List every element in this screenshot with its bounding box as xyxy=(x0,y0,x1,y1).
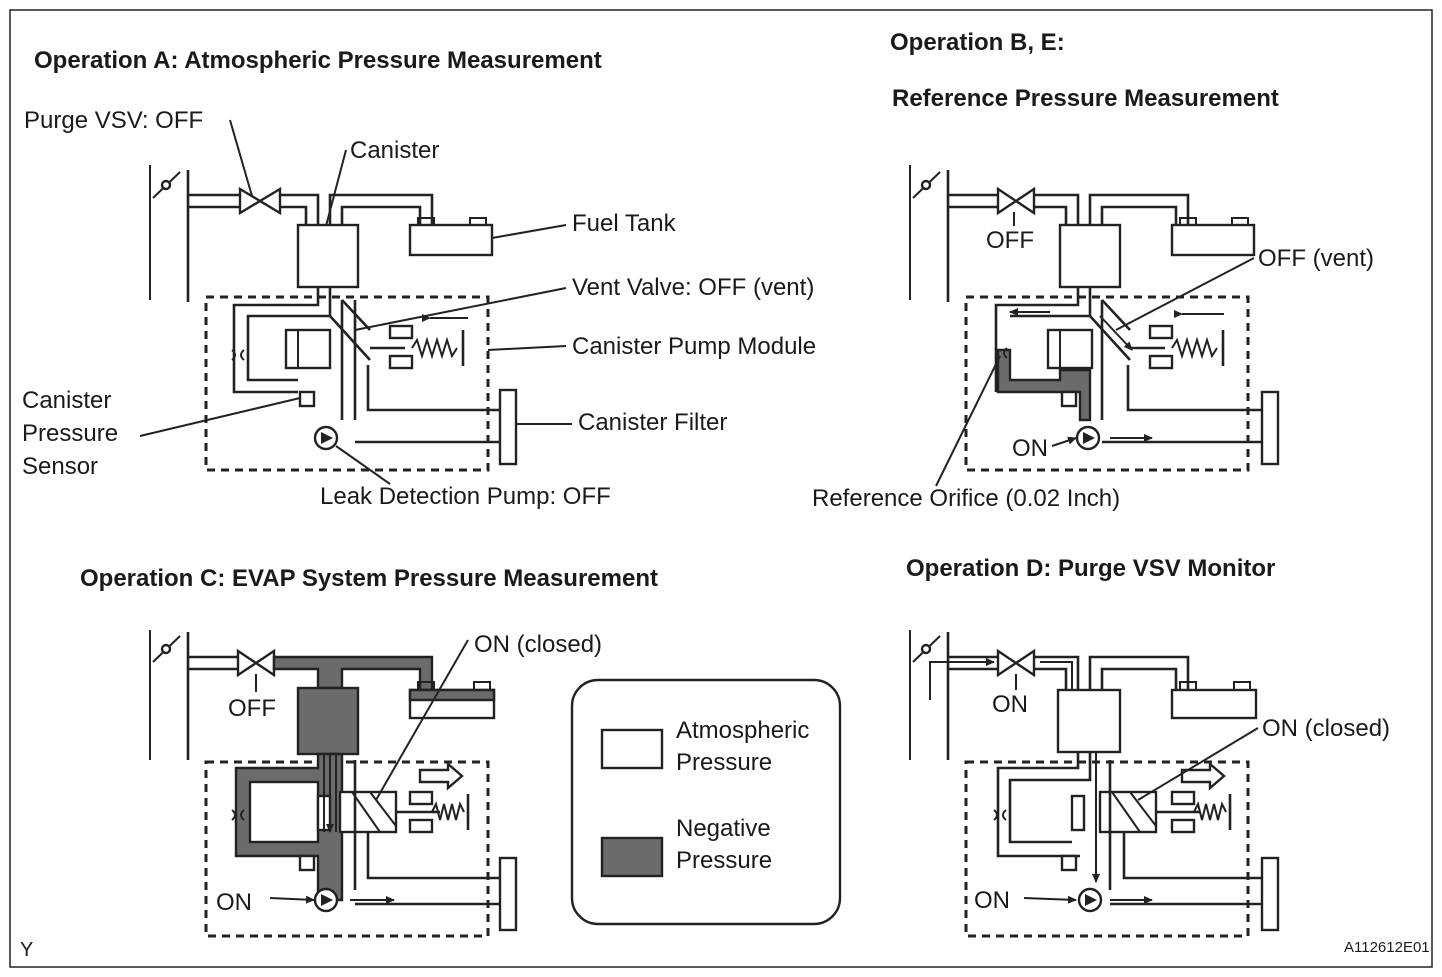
figure-code: A112612E01 xyxy=(1344,939,1430,956)
panel-operation-b: Operation B, E: Reference Pressure Measu… xyxy=(812,29,1374,512)
legend-swatch-negative xyxy=(600,836,664,878)
pressure-sensor-b xyxy=(1060,390,1078,408)
label-c-on: ON xyxy=(216,889,252,916)
label-b-orifice: Reference Orifice (0.02 Inch) xyxy=(812,485,1120,512)
corner-label-left: Y xyxy=(20,939,33,961)
title-operation-b-2: Reference Pressure Measurement xyxy=(892,85,1279,112)
label-sensor-2: Pressure xyxy=(22,420,118,447)
panel-operation-d: Operation D: Purge VSV Monitor xyxy=(906,555,1390,938)
label-c-off: OFF xyxy=(228,695,276,722)
legend-neg-1: Negative xyxy=(676,815,771,842)
purge-vsv-c-icon xyxy=(236,648,276,678)
purge-vsv-d-icon xyxy=(996,648,1036,678)
pump-module-a xyxy=(204,295,490,472)
purge-vsv-b-icon xyxy=(996,186,1036,216)
pump-module-c xyxy=(204,760,490,938)
panel-operation-c: Operation C: EVAP System Pressure Measur… xyxy=(80,565,658,938)
title-operation-d: Operation D: Purge VSV Monitor xyxy=(906,555,1275,582)
canister-filter-c xyxy=(498,856,518,932)
canister-d xyxy=(1056,688,1122,754)
legend-atm-1: Atmospheric xyxy=(676,717,809,744)
label-canister: Canister xyxy=(350,137,439,164)
label-c-on-closed: ON (closed) xyxy=(474,631,602,658)
label-fuel-tank: Fuel Tank xyxy=(572,210,677,237)
pressure-sensor-a xyxy=(298,390,316,408)
label-b-on: ON xyxy=(1012,435,1048,462)
label-d-on-closed: ON (closed) xyxy=(1262,715,1390,742)
canister-filter-d xyxy=(1260,856,1280,932)
label-pump-module: Canister Pump Module xyxy=(572,333,816,360)
legend-swatch-atmospheric xyxy=(600,728,664,770)
vent-valve-c xyxy=(338,790,398,834)
label-d-on-vsv: ON xyxy=(992,691,1028,718)
pump-module-b xyxy=(964,295,1250,472)
canister-a xyxy=(296,223,360,289)
fuel-tank-a xyxy=(408,223,494,257)
purge-vsv-icon xyxy=(238,186,282,216)
pressure-sensor-d xyxy=(1060,854,1078,872)
canister-c xyxy=(296,686,360,756)
panel-operation-a: Operation A: Atmospheric Pressure Measur… xyxy=(22,47,816,510)
label-b-off: OFF xyxy=(986,227,1034,254)
legend-atm-2: Pressure xyxy=(676,749,772,776)
title-operation-c: Operation C: EVAP System Pressure Measur… xyxy=(80,565,658,592)
label-sensor-1: Canister xyxy=(22,387,111,414)
label-vent-valve: Vent Valve: OFF (vent) xyxy=(572,274,814,301)
pump-module-d xyxy=(964,760,1250,938)
canister-filter-a xyxy=(498,388,518,466)
vent-valve-d xyxy=(1098,790,1158,834)
label-b-off-vent: OFF (vent) xyxy=(1258,245,1374,272)
fuel-tank-b xyxy=(1170,223,1256,257)
label-purge-vsv: Purge VSV: OFF xyxy=(24,107,203,134)
fuel-tank-d xyxy=(1170,688,1258,720)
outer-frame xyxy=(9,9,1433,968)
title-operation-a: Operation A: Atmospheric Pressure Measur… xyxy=(34,47,602,74)
label-sensor-3: Sensor xyxy=(22,453,98,480)
label-leak-pump: Leak Detection Pump: OFF xyxy=(320,483,611,510)
title-operation-b-1: Operation B, E: xyxy=(890,29,1065,56)
label-d-on: ON xyxy=(974,887,1010,914)
canister-filter-b xyxy=(1260,390,1280,466)
label-canister-filter: Canister Filter xyxy=(578,409,727,436)
canister-b xyxy=(1058,223,1122,289)
legend: Atmospheric Pressure Negative Pressure xyxy=(570,678,842,926)
legend-neg-2: Pressure xyxy=(676,847,772,874)
pressure-sensor-c xyxy=(298,854,316,872)
